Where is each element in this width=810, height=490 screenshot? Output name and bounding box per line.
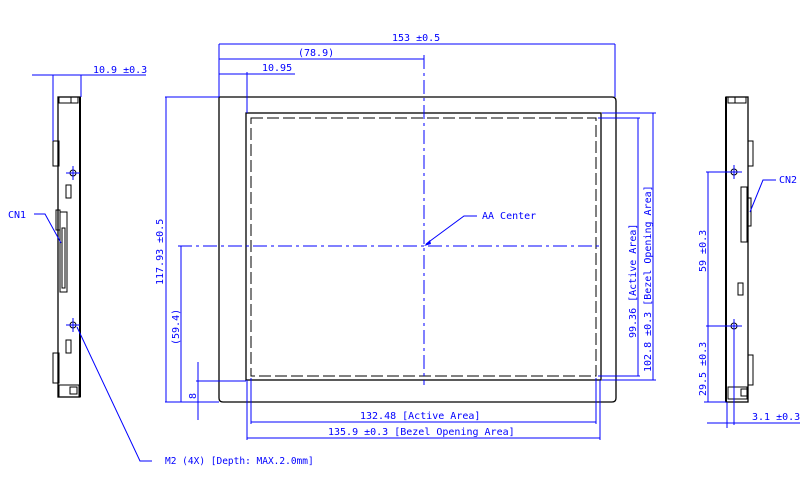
- right-side-view: CN2 59 ±0.3 29.5 ±0.3 3.1 ±0.3: [698, 96, 800, 428]
- left-view-body: [57, 96, 81, 398]
- overall-width-dimension: 153 ±0.5: [392, 33, 440, 44]
- mount-hole-icon: [66, 318, 80, 332]
- hole-depth-offset-dimension: 3.1 ±0.3: [752, 412, 800, 423]
- center-offset-height-dimension: (59.4): [171, 309, 182, 345]
- active-area: [250, 117, 597, 377]
- left-side-view: 10.9 ±0.3 CN1 M2 (4X) [Depth: MAX.2.0mm]: [8, 65, 314, 467]
- mount-hole-icon: [66, 166, 80, 180]
- left-view-latch: [65, 184, 72, 199]
- overall-height-dimension: 117.93 ±0.5: [155, 219, 166, 285]
- cn2-label: CN2: [779, 175, 797, 186]
- right-view-body: [725, 96, 749, 403]
- cn2-connector: [740, 186, 748, 243]
- mount-hole-leader: [76, 326, 152, 462]
- active-area-height-dimension: 99.36 [Active Area]: [628, 224, 639, 338]
- center-offset-width-dimension: (78.9): [298, 48, 334, 59]
- mount-hole-icon: [706, 165, 742, 179]
- bezel-opening-height-dimension: 102.8 ±0.3 [Bezel Opening Area]: [643, 185, 654, 372]
- aa-center-label: AA Center: [482, 211, 536, 222]
- left-thickness-dimension: 10.9 ±0.3: [93, 65, 147, 76]
- aa-center-leader: [425, 215, 477, 245]
- bezel-bottom-offset-dimension: 8: [188, 393, 199, 399]
- cn1-label: CN1: [8, 210, 26, 221]
- bezel-left-offset-dimension: 10.95: [262, 63, 292, 74]
- mount-hole-icon: [706, 319, 742, 425]
- cn1-connector: [59, 211, 68, 293]
- front-view: AA Center 153 ±0.5 (78.9) 10.95 117.93 ±…: [155, 33, 656, 440]
- active-area-width-dimension: 132.48 [Active Area]: [360, 411, 480, 422]
- hole-spacing-dimension: 59 ±0.3: [698, 230, 709, 272]
- bezel-opening-width-dimension: 135.9 ±0.3 [Bezel Opening Area]: [328, 427, 515, 438]
- hole-bottom-offset-dimension: 29.5 ±0.3: [698, 342, 709, 396]
- cn2-leader: [749, 179, 776, 213]
- cn1-leader: [34, 213, 62, 244]
- module-outline: [218, 96, 617, 403]
- cn2-pins: [746, 197, 752, 227]
- mount-hole-note: M2 (4X) [Depth: MAX.2.0mm]: [165, 456, 314, 467]
